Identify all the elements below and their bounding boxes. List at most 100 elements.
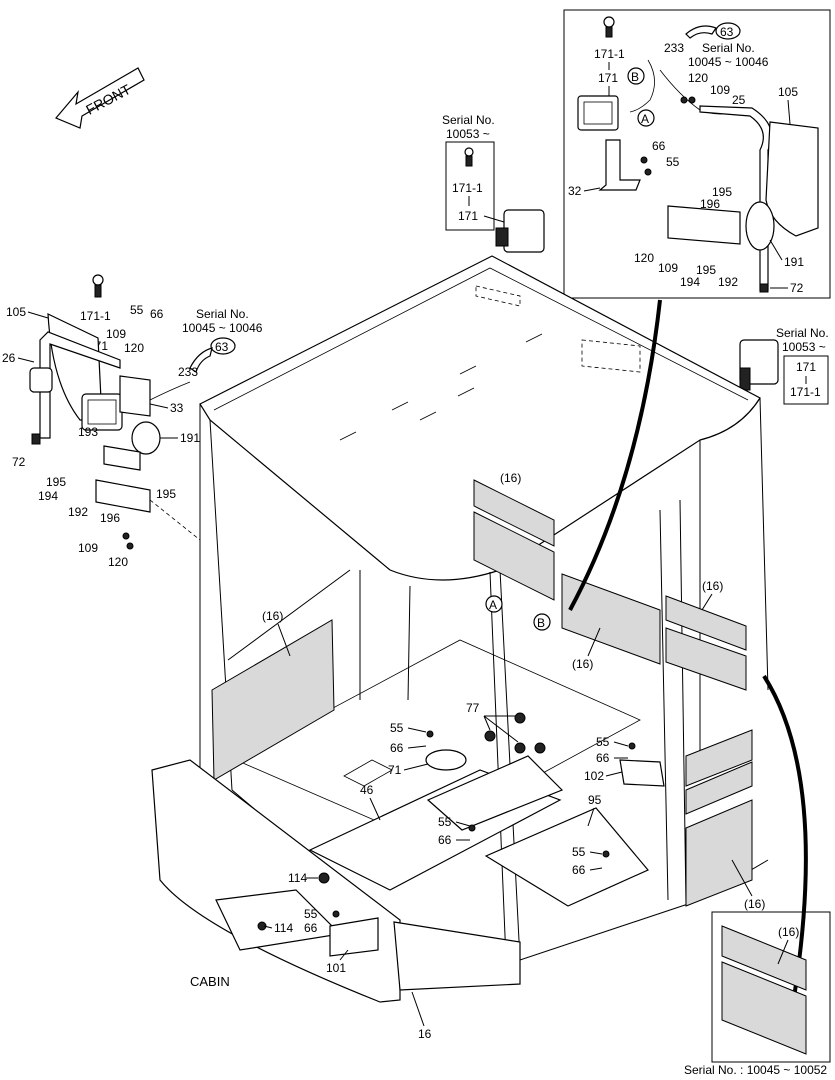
- bracket-plate: [667, 205, 741, 245]
- cabin-label-66a: 66: [390, 741, 404, 755]
- bottom-serial: Serial No. : 10045 ~ 10052: [684, 1063, 827, 1077]
- front-panel-16: [393, 921, 521, 991]
- left-small-mirror: [131, 421, 161, 455]
- inset-label-72: 72: [790, 281, 804, 295]
- panel-16-roof-a: [473, 479, 555, 547]
- inset-mirror-detail: 171-1 171 32 63 Serial No. 10045 ~ 10046…: [563, 9, 831, 299]
- inset-letter-a: A: [641, 112, 649, 126]
- left-label-195a: 195: [46, 475, 66, 489]
- cabin-label-55c: 55: [572, 845, 586, 859]
- left-label-55: 55: [130, 303, 144, 317]
- cabin-label-16-mid: (16): [572, 657, 593, 671]
- cabin-label-66b: 66: [438, 833, 452, 847]
- left-label-192: 192: [68, 505, 88, 519]
- cabin-label-55a: 55: [390, 721, 404, 735]
- part-102: [619, 759, 665, 787]
- cabin-letter-b: B: [537, 616, 545, 630]
- inset-ref-63: 63: [720, 25, 734, 39]
- left-serial-title: Serial No.: [196, 307, 249, 321]
- serial-right-range: 10053 ~: [782, 340, 826, 354]
- left-label-233: 233: [178, 365, 198, 379]
- inset-label-194: 194: [680, 275, 700, 289]
- serial-10053-left: Serial No. 10053 ~ 171-1 171: [442, 113, 545, 253]
- left-label-195b: 195: [156, 487, 176, 501]
- cabin-label-16-lower: (16): [744, 897, 765, 911]
- left-label-66: 66: [150, 307, 164, 321]
- inset-label-109: 109: [710, 83, 730, 97]
- panel-16-right-a: [665, 595, 747, 651]
- cabin-label-16-left: (16): [262, 609, 283, 623]
- left-bracket: [95, 479, 151, 513]
- lamp-bracket: [598, 139, 641, 191]
- left-serial-range: 10045 ~ 10046: [182, 321, 263, 335]
- inset-label-66: 66: [652, 139, 666, 153]
- left-bulb-icon: [92, 274, 104, 298]
- cabin-label-114b: 114: [274, 921, 293, 935]
- roof-lamp-left: [503, 209, 545, 253]
- inset-frame: [563, 9, 831, 299]
- cabin-label-46: 46: [360, 783, 374, 797]
- inset-label-195a: 195: [712, 185, 732, 199]
- cabin-label-16-front: 16: [418, 1027, 432, 1041]
- cabin-label-95: 95: [588, 793, 602, 807]
- left-label-194: 194: [38, 489, 58, 503]
- inset-callout-a: [637, 109, 655, 127]
- cabin-label-55e: 55: [304, 907, 318, 921]
- left-mirror-assembly: 105 171-1 55 66 109 171 120 26 Serial No…: [2, 274, 263, 569]
- left-label-120b: 120: [108, 555, 128, 569]
- left-label-109b: 109: [78, 541, 98, 555]
- ref-63-oval: [715, 22, 741, 40]
- serial-10053-right: Serial No. 10053 ~ 171 171-1: [739, 326, 829, 405]
- cabin-label-102: 102: [584, 769, 604, 783]
- inset-serial-range: 10045 ~ 10046: [688, 55, 769, 69]
- inset-label-196: 196: [700, 197, 720, 211]
- cabin-label-101: 101: [326, 961, 346, 975]
- serial-right-title: Serial No.: [776, 326, 829, 340]
- inset-label-109b: 109: [658, 261, 678, 275]
- cabin-labels: (16) (16) (16) (16) (16) 16 A B 77 55 66…: [190, 471, 765, 1041]
- inset-label-25: 25: [732, 93, 746, 107]
- inset-bottom-16: (16): [778, 925, 799, 939]
- inset-label-120b: 120: [634, 251, 654, 265]
- serial-left-range: 10053 ~: [446, 127, 490, 141]
- left-ref-63: 63: [215, 340, 229, 354]
- panel-16-left: [211, 619, 335, 781]
- cabin-label-55b: 55: [438, 815, 452, 829]
- front-arrow: FRONT: [55, 67, 145, 129]
- serial-left-171: 171: [458, 209, 478, 223]
- left-label-109: 109: [106, 327, 126, 341]
- left-label-26: 26: [2, 351, 16, 365]
- left-label-191: 191: [180, 431, 200, 445]
- part-101: [329, 917, 379, 957]
- bulb-icon: [603, 16, 615, 38]
- panel-16-lower: [685, 799, 753, 907]
- inset-label-55: 55: [666, 155, 680, 169]
- small-mirror: [745, 201, 775, 251]
- leader-curve-top: [568, 299, 662, 611]
- inset-label-192: 192: [718, 275, 738, 289]
- inset-label-105: 105: [778, 85, 798, 99]
- inset-label-233: 233: [664, 41, 684, 55]
- cabin-label-71: 71: [388, 763, 402, 777]
- inset-label-191: 191: [784, 255, 804, 269]
- inset-panel-16: (16): [711, 911, 831, 1063]
- left-label-193: 193: [78, 425, 98, 439]
- cabin-floor: [235, 639, 641, 841]
- panel-16-mid: [561, 573, 661, 665]
- serial-left-171-1: 171-1: [452, 181, 483, 195]
- serial-right-171-1: 171-1: [790, 385, 821, 399]
- inset-label-171-1: 171-1: [594, 47, 625, 61]
- left-label-171-1: 171-1: [80, 309, 111, 323]
- panel-16-roof-b: [473, 511, 555, 601]
- cabin-label-66c: 66: [572, 863, 586, 877]
- cabin-label-114a: 114: [288, 871, 307, 885]
- floor-panel-95: [484, 807, 649, 907]
- inset-letter-b: B: [631, 70, 639, 84]
- panel-16-right-b: [665, 627, 747, 691]
- cabin-body: [151, 255, 769, 1003]
- cabin-label-77: 77: [466, 701, 480, 715]
- inset-label-171: 171: [598, 71, 618, 85]
- cabin-label-55d: 55: [596, 735, 610, 749]
- inset-serial-title: Serial No.: [702, 41, 755, 55]
